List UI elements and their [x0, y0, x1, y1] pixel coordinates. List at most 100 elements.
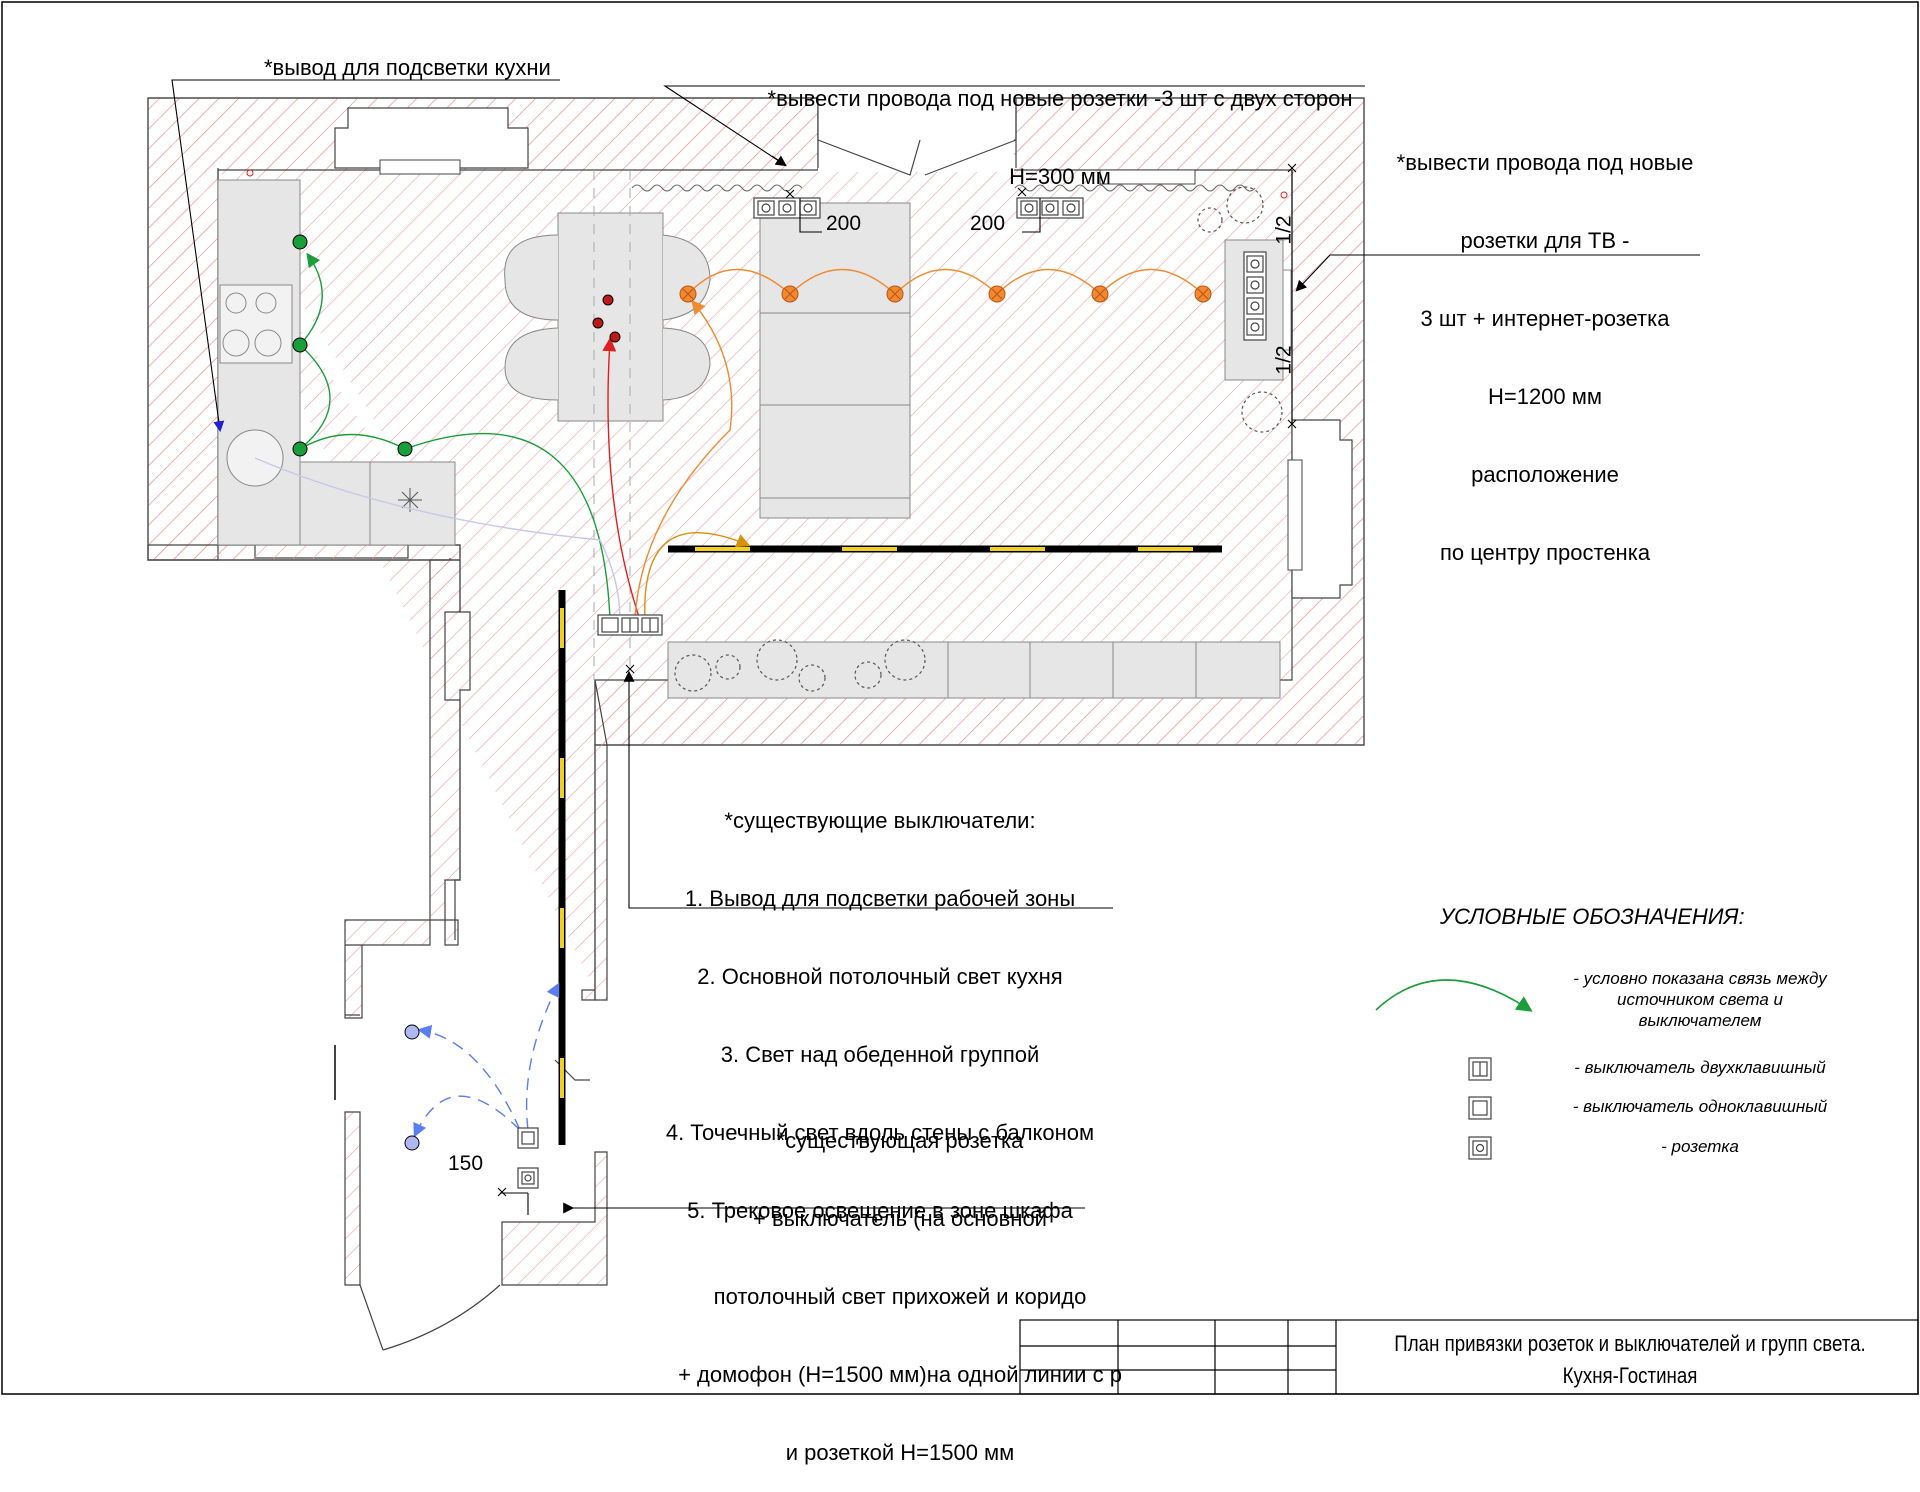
- note-line: расположение: [1471, 462, 1619, 487]
- dining-light: [592, 317, 604, 329]
- note-line: и розеткой Н=1500 мм: [785, 1440, 1015, 1465]
- balcony-door-leaves: [817, 98, 1017, 176]
- green-link: [299, 433, 406, 450]
- blue-link: [417, 1024, 521, 1131]
- dim-marks: [497, 163, 1297, 1197]
- note-sockets-both-sides: *вывести провода под новые розетки -3 шт…: [740, 34, 1380, 216]
- chair: [504, 234, 559, 321]
- dim-label-half-top: 1/2: [1272, 215, 1296, 245]
- plant-icon: [854, 661, 882, 689]
- note-line: 4. Точечный свет вдоль стены с балконом: [665, 1120, 1095, 1145]
- dining-table: [557, 212, 664, 422]
- sink-star: [398, 488, 422, 512]
- plant-icon: [798, 664, 826, 692]
- green-link: [299, 252, 323, 346]
- green-light: [397, 441, 413, 457]
- hall-light: [404, 1135, 420, 1151]
- note-existing-socket: *существующая розетка + выключатель (на …: [660, 1076, 1140, 1492]
- entrance-door: [359, 1284, 501, 1351]
- track-lights: [558, 545, 1222, 1145]
- plant-icon: [674, 654, 712, 692]
- gold-link: [644, 532, 751, 621]
- blue-link: [525, 982, 560, 1131]
- kitchen-counter-bottom: [299, 461, 456, 546]
- green-light: [292, 234, 308, 250]
- note-line: *существующие выключатели:: [724, 808, 1036, 833]
- note-line: потолочный свет прихожей и коридо: [713, 1284, 1087, 1309]
- blue-link: [413, 1095, 521, 1138]
- small-red-mark: [1280, 191, 1288, 199]
- leader-kitchen-light: [171, 79, 560, 433]
- corridor-left-wall: [344, 559, 461, 1019]
- legend-socket: [1468, 1136, 1492, 1160]
- legend-title: УСЛОВНЫЕ ОБОЗНАЧЕНИЯ:: [1440, 904, 1745, 929]
- plant-icon: [1226, 186, 1264, 224]
- axes: [593, 170, 631, 680]
- note-line: 5. Трековое освещение в зоне шкафа: [687, 1198, 1073, 1223]
- legend-double-switch-text: - выключатель двухклавишный: [1574, 1058, 1826, 1077]
- note-line: *существующая розетка: [776, 1128, 1024, 1153]
- note-line: по центру простенка: [1439, 540, 1651, 565]
- plant-icon: [756, 639, 798, 681]
- socket-group-tv: [1243, 251, 1267, 341]
- dining-light: [602, 294, 614, 306]
- orange-link: [687, 268, 791, 295]
- leader-switches: [623, 670, 1113, 909]
- dim-label-200-right: 200: [970, 212, 1006, 235]
- legend-single-switch: [1468, 1096, 1492, 1120]
- note-line: + домофон (Н=1500 мм)на одной линии с р: [678, 1362, 1122, 1387]
- links: [254, 252, 1204, 1138]
- corridor-left-outer: [345, 560, 471, 1016]
- note-existing-switches: *существующие выключатели: 1. Вывод для …: [650, 756, 1110, 1250]
- sheet-frame: [1, 1, 1919, 1395]
- leader-tv: [1295, 254, 1700, 292]
- green-light: [292, 337, 308, 353]
- window-top: [334, 107, 529, 169]
- plant-icon: [884, 639, 926, 681]
- plant-icon: [1197, 207, 1223, 233]
- sofa: [759, 202, 911, 519]
- chair: [662, 327, 711, 401]
- floor-plan-drawing: [1, 1, 1919, 1395]
- legend-socket-text: - розетка: [1661, 1137, 1739, 1156]
- dining-light: [609, 331, 621, 343]
- dim-label-half-bottom: 1/2: [1272, 345, 1296, 375]
- orange-link: [1099, 268, 1204, 295]
- radiator-right-wall: [1287, 459, 1303, 571]
- plants: [674, 186, 1283, 692]
- legend-single-switch-text: - выключатель одноклавишный: [1572, 1097, 1828, 1116]
- wardrobe: [667, 641, 1281, 699]
- socket-group-top-left: [753, 197, 821, 219]
- switch-block-main: [597, 614, 663, 636]
- spot-lights: [679, 285, 1212, 303]
- leader-lines: [171, 79, 1700, 1215]
- small-red-mark: [246, 169, 254, 177]
- grey-link: [254, 457, 621, 621]
- chair: [662, 234, 711, 321]
- plant-icon: [1241, 391, 1283, 433]
- note-tv-sockets: *вывести провода под новые розетки для Т…: [1370, 98, 1720, 592]
- drawing-title: План привязки розеток и выключателей и г…: [1394, 1331, 1866, 1356]
- orange-link: [789, 268, 896, 295]
- red-link: [602, 337, 641, 621]
- legend-symbols: [1375, 979, 1533, 1160]
- green-link: [404, 433, 611, 621]
- note-line: 3 шт + интернет-розетка: [1420, 306, 1670, 331]
- note-line: розетки для ТВ -: [1460, 228, 1630, 253]
- sockets-and-switches: [517, 197, 1267, 1189]
- hall-light: [404, 1024, 420, 1040]
- balcony-gap: [818, 92, 1014, 172]
- chair: [504, 327, 559, 401]
- title-block: [1019, 1319, 1919, 1395]
- note-kitchen-light: *вывод для подсветки кухни: [264, 55, 551, 80]
- note-line: 1. Вывод для подсветки рабочей зоны: [684, 886, 1076, 911]
- socket-group-top-right: [1016, 197, 1084, 219]
- burner: [222, 329, 250, 357]
- hallway-socket: [517, 1167, 539, 1189]
- burner: [225, 292, 247, 314]
- stove: [219, 284, 293, 364]
- note-line: 3. Свет над обеденной группой: [720, 1042, 1040, 1067]
- curtain-right: [1014, 184, 1256, 192]
- right-wall-niche: [1291, 419, 1353, 599]
- curtain-left: [631, 184, 803, 192]
